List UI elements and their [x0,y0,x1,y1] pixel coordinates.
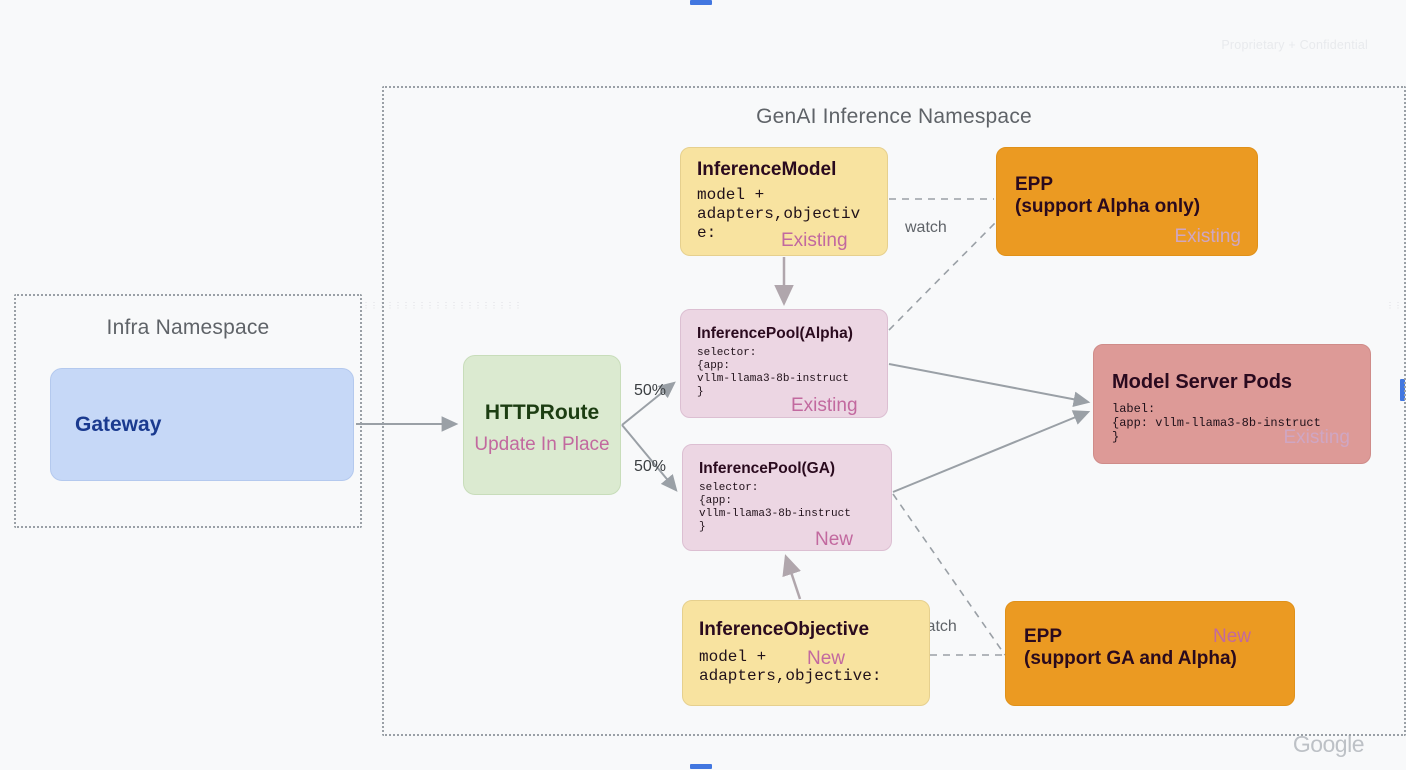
node-gateway[interactable]: Gateway [50,368,354,481]
node-model-server-pods[interactable]: Model Server Pods label: {app: vllm-llam… [1093,344,1371,464]
selection-handle-right[interactable] [1400,379,1405,401]
epp-ga-badge: New [1213,626,1252,647]
node-inference-model[interactable]: InferenceModel model + adapters,objectiv… [680,147,888,256]
genai-namespace-container [382,86,1406,736]
pool-alpha-badge: Existing [791,395,858,416]
epp-alpha-badge: Existing [1174,226,1241,247]
inference-objective-title: InferenceObjective [699,619,870,640]
node-epp-alpha[interactable]: EPP (support Alpha only) Existing [996,147,1258,256]
epp-alpha-title: EPP (support Alpha only) [1015,174,1201,217]
node-epp-ga[interactable]: EPP (support GA and Alpha) New [1005,601,1295,706]
httproute-title: HTTPRoute [484,401,600,424]
pool-alpha-title: InferencePool(Alpha) [697,325,853,342]
pool-ga-body: selector: {app: vllm-llama3-8b-instruct … [699,482,851,533]
gateway-title: Gateway [75,413,162,436]
genai-namespace-title: GenAI Inference Namespace [756,105,1032,128]
inference-model-body: model + adapters,objectiv e: [697,186,861,242]
guide-marks-right: ⋮⋮⋮⋮⋮⋮⋮⋮⋮⋮⋮⋮⋮⋮⋮⋮⋮⋮ [1386,301,1406,310]
model-server-pods-body: label: {app: vllm-llama3-8b-instruct } [1112,402,1321,445]
selection-handle-top[interactable] [690,0,712,5]
infra-namespace-container [14,294,362,528]
pool-ga-title: InferencePool(GA) [699,460,836,477]
inference-model-badge: Existing [781,230,848,251]
edge-label-split-bottom: 50% [634,458,667,475]
selection-handle-bottom[interactable] [690,764,712,769]
pool-ga-badge: New [815,529,854,550]
inference-objective-body: model + adapters,objective: [699,648,882,685]
edge-label-split-top: 50% [634,382,667,399]
node-httproute[interactable]: HTTPRoute Update In Place [463,355,621,495]
epp-ga-title: EPP (support GA and Alpha) [1024,626,1237,669]
pool-alpha-body: selector: {app: vllm-llama3-8b-instruct … [697,347,849,398]
node-inference-pool-ga[interactable]: InferencePool(GA) selector: {app: vllm-l… [682,444,892,551]
confidentiality-notice: Proprietary + Confidential [1221,38,1368,52]
model-server-pods-title: Model Server Pods [1112,371,1293,393]
edge-label-watch-top: watch [905,219,947,236]
model-server-pods-badge: Existing [1283,427,1350,448]
httproute-badge: Update In Place [474,434,610,455]
inference-model-title: InferenceModel [697,159,837,180]
node-inference-pool-alpha[interactable]: InferencePool(Alpha) selector: {app: vll… [680,309,888,418]
infra-namespace-title: Infra Namespace [106,316,270,339]
inference-objective-badge: New [807,648,846,669]
guide-marks-left: ⋮⋮⋮⋮⋮⋮⋮⋮⋮⋮⋮⋮⋮⋮⋮⋮⋮⋮⋮⋮ [362,300,522,530]
node-inference-objective[interactable]: InferenceObjective model + adapters,obje… [682,600,930,706]
